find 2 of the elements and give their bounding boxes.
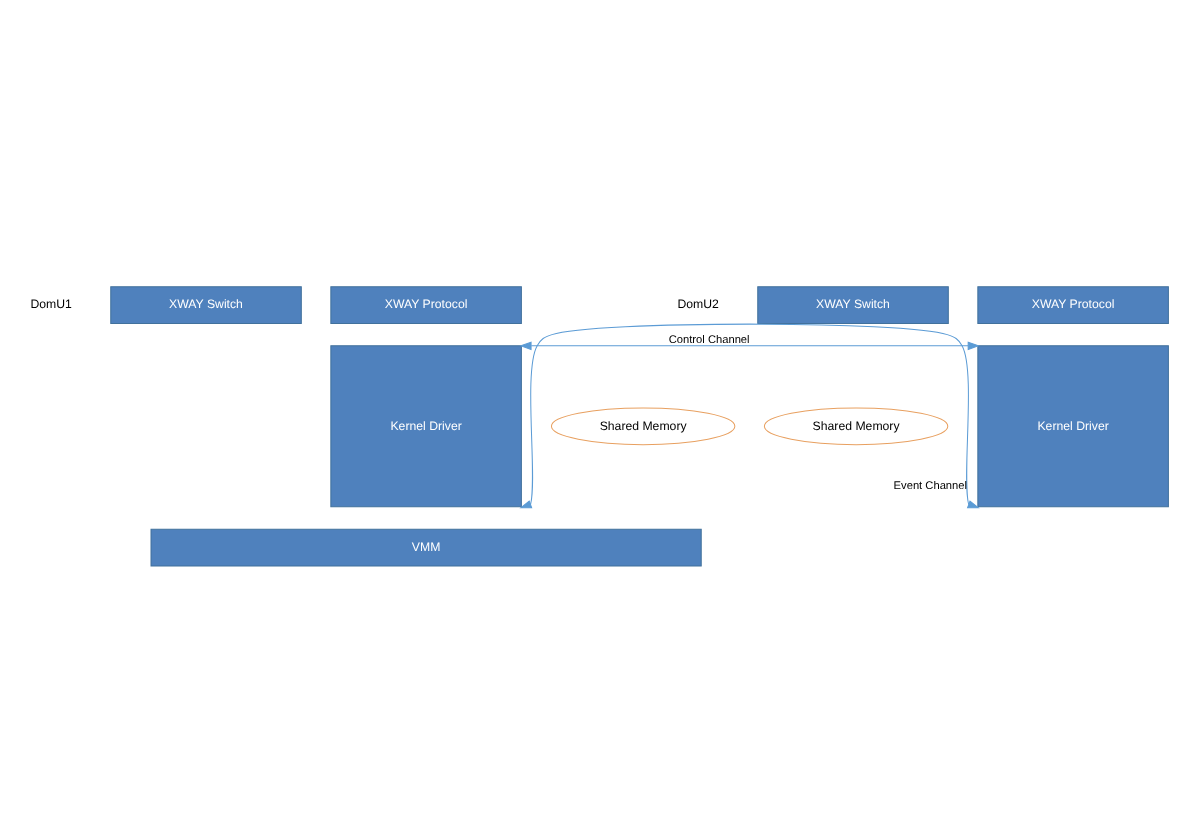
arrow (519, 322, 980, 508)
arrow (519, 340, 980, 350)
